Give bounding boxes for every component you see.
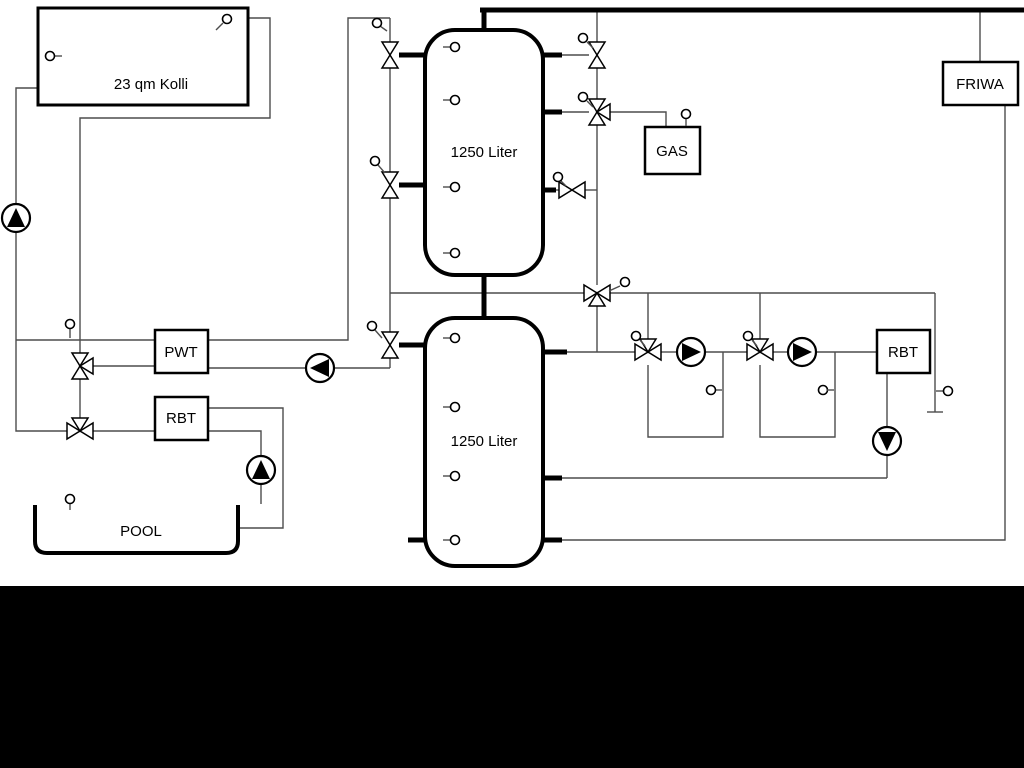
heating-pump-1-icon xyxy=(675,336,707,368)
collector-label: 23 qm Kolli xyxy=(114,76,188,93)
pwt-box xyxy=(153,328,210,375)
piping-thin xyxy=(15,10,1006,541)
tank-top-label: 1250 Liter xyxy=(451,144,518,161)
sensor-icon xyxy=(942,385,954,397)
sensor-icon xyxy=(449,181,461,193)
pool-pump-icon xyxy=(245,454,277,486)
pool-basin xyxy=(33,505,240,555)
letterbox-bottom xyxy=(0,586,1024,768)
sensor-icon xyxy=(817,384,829,396)
sensor-icon xyxy=(449,401,461,413)
sensor-icon xyxy=(371,17,383,29)
heating-pump-2-icon xyxy=(786,336,818,368)
sensor-icon xyxy=(449,332,461,344)
collector-box xyxy=(36,6,250,107)
gas-boiler-box xyxy=(643,125,702,176)
sensor-stems xyxy=(54,22,944,541)
sensor-icon xyxy=(680,108,692,120)
sensor-icon xyxy=(742,330,754,342)
rbt-left-box xyxy=(153,395,210,442)
rbt-left-label: RBT xyxy=(166,410,196,427)
sensor-icon xyxy=(449,247,461,259)
sensor-icon xyxy=(577,91,589,103)
rbt-right-box xyxy=(875,328,932,375)
sensor-icon xyxy=(449,534,461,546)
sensor-icon xyxy=(221,13,233,25)
pool-label: POOL xyxy=(120,523,162,540)
buffer-tank-top xyxy=(423,28,545,277)
gas-label: GAS xyxy=(656,143,688,160)
sensor-icon xyxy=(705,384,717,396)
pwt-label: PWT xyxy=(164,344,197,361)
rbt-right-label: RBT xyxy=(888,344,918,361)
sensor-icon xyxy=(44,50,56,62)
sensor-icon xyxy=(577,32,589,44)
tank-loading-pump-icon xyxy=(304,352,336,384)
sensor-icon xyxy=(552,171,564,183)
tank-bottom-label: 1250 Liter xyxy=(451,433,518,450)
sensor-icon xyxy=(449,470,461,482)
friwa-box xyxy=(941,60,1020,107)
sensor-icon xyxy=(64,493,76,505)
sensor-icon xyxy=(369,155,381,167)
sensor-icon xyxy=(366,320,378,332)
sensor-icon xyxy=(449,41,461,53)
sensor-icon xyxy=(449,94,461,106)
sensor-icon xyxy=(64,318,76,330)
return-pump-icon xyxy=(871,425,903,457)
solar-pump-icon xyxy=(0,202,32,234)
sensor-icon xyxy=(619,276,631,288)
buffer-tank-bottom xyxy=(423,316,545,568)
sensor-icon xyxy=(630,330,642,342)
friwa-label: FRIWA xyxy=(956,76,1004,93)
